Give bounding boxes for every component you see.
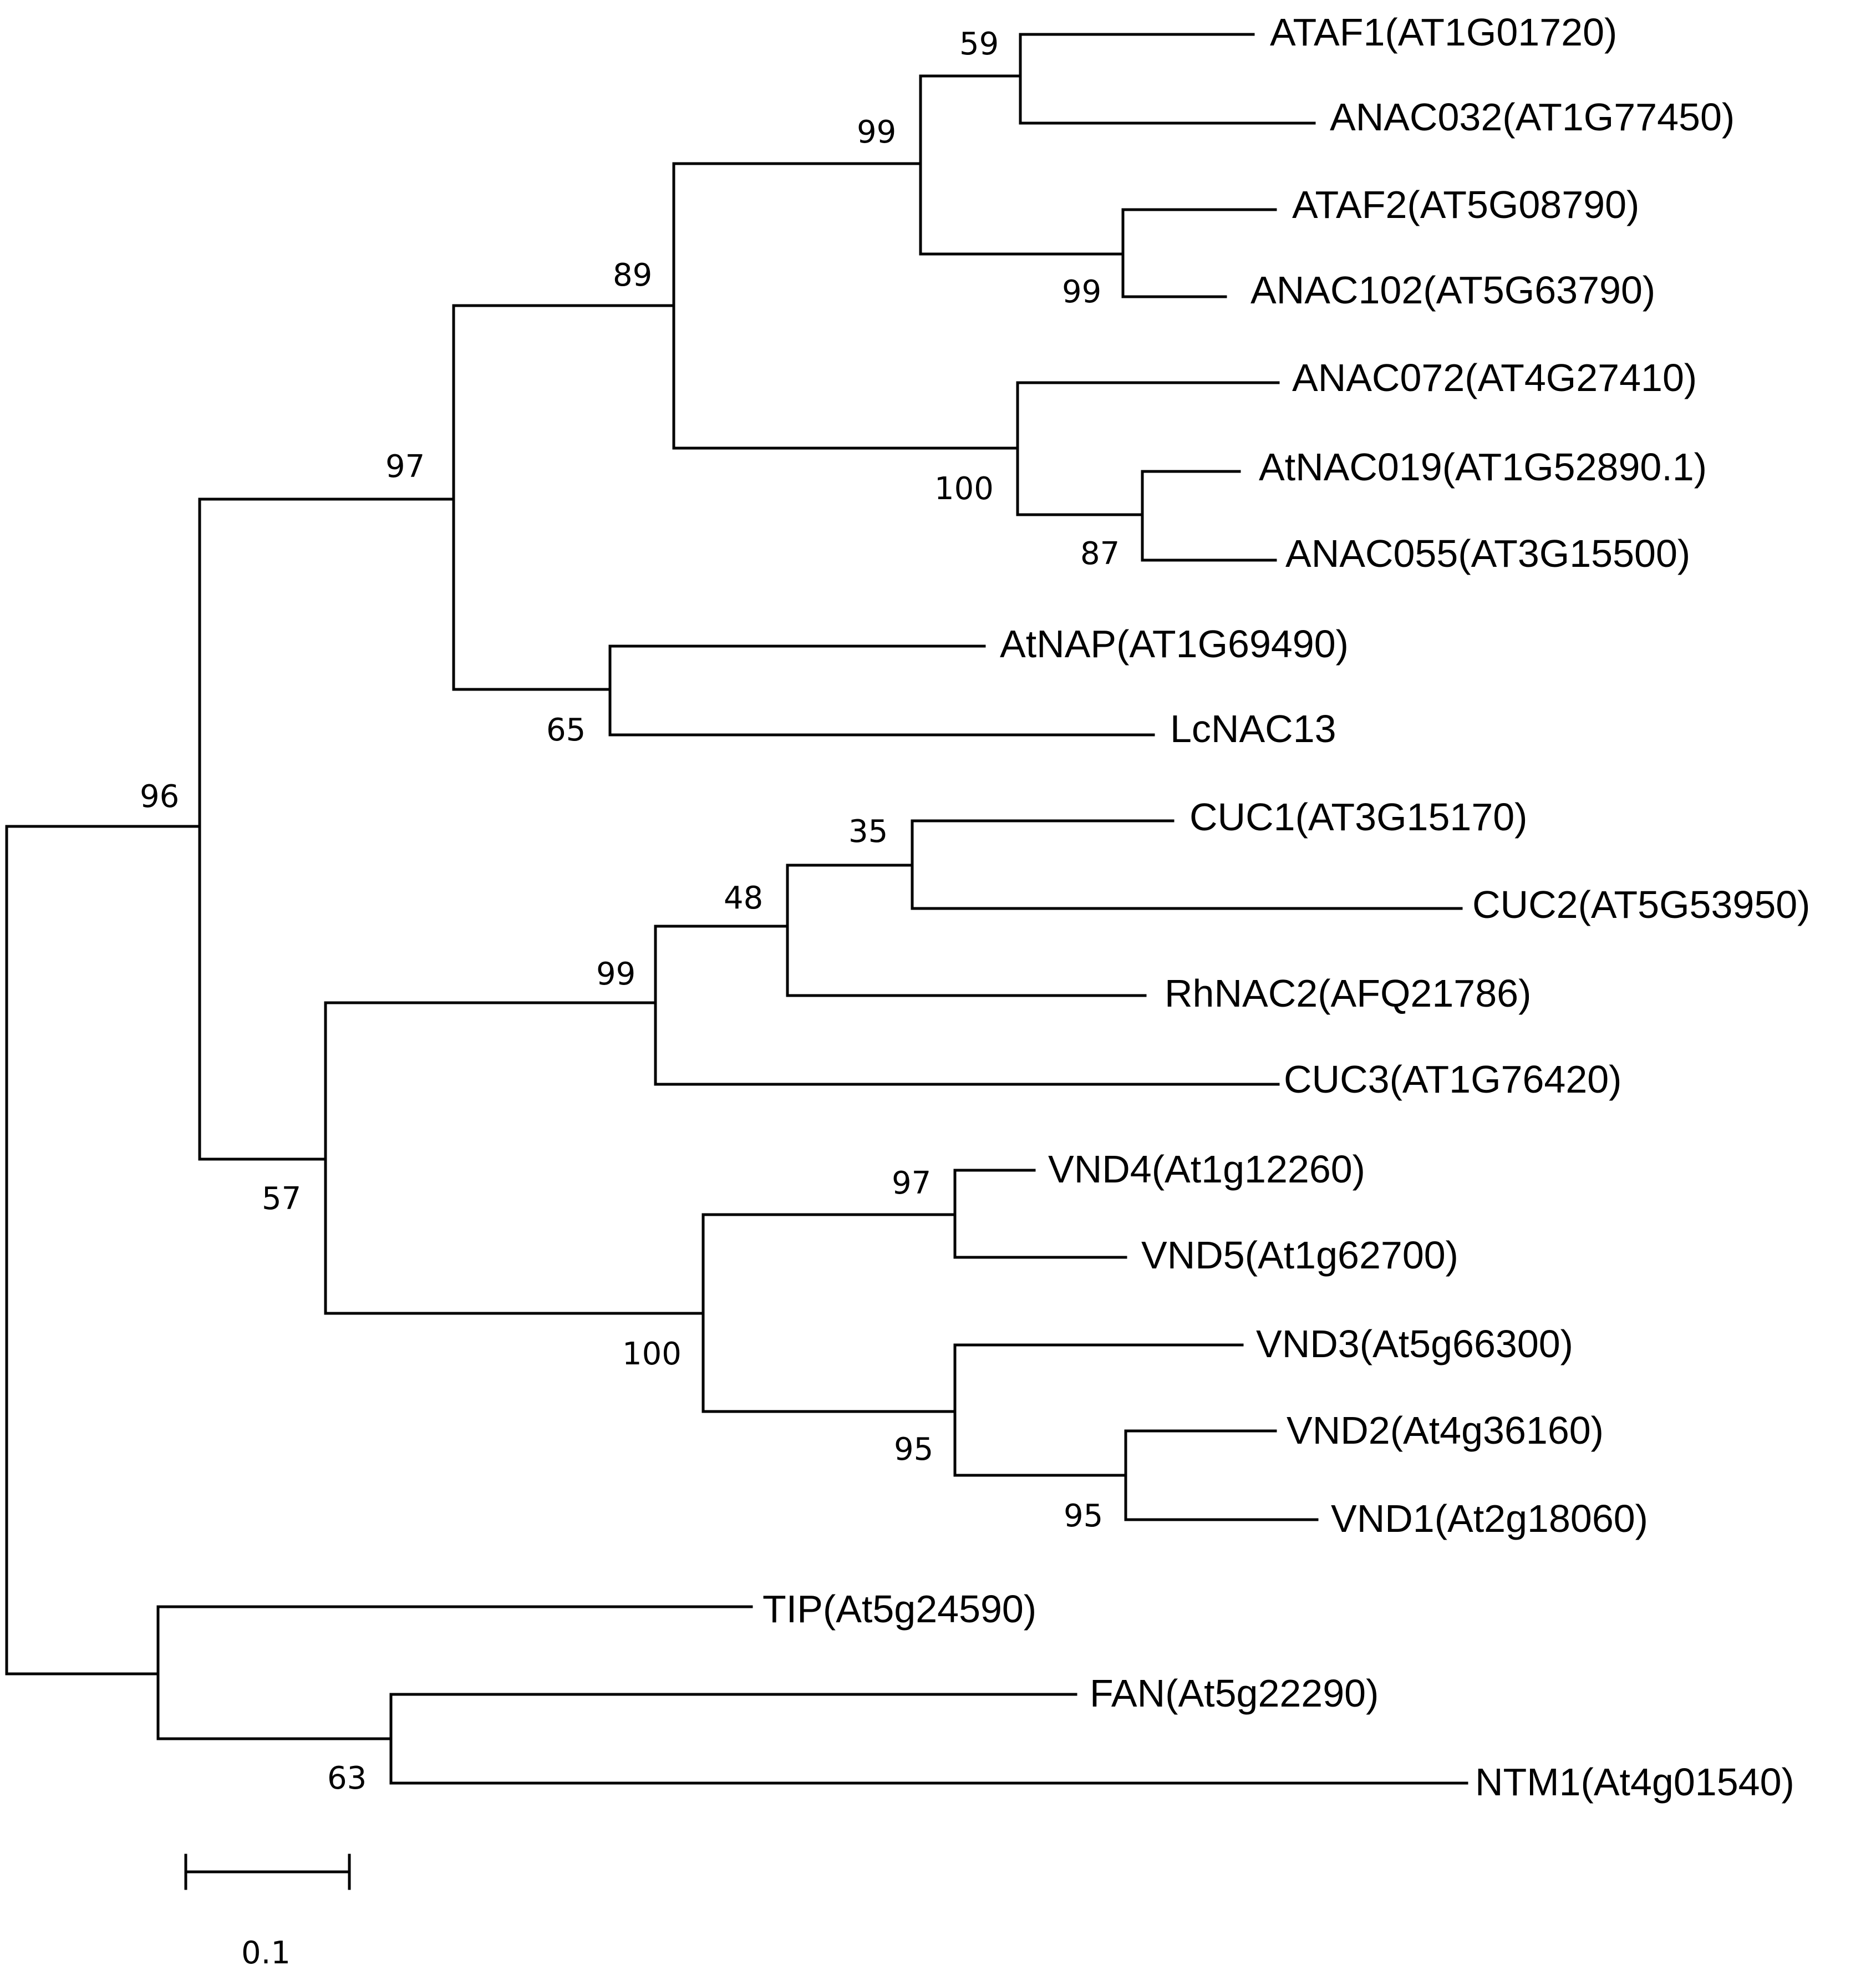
bootstrap-value: 95 [1064,1498,1103,1534]
leaf-label-tip: TIP(At5g24590) [762,1587,1036,1631]
scale-bar-label: 0.1 [241,1935,291,1971]
bootstrap-value: 57 [262,1181,301,1217]
bootstrap-value: 87 [1080,536,1120,572]
leaf-label-anac072: ANAC072(AT4G27410) [1292,356,1697,399]
leaf-label-atnap: AtNAP(AT1G69490) [1000,622,1349,666]
bootstrap-value: 100 [934,471,994,507]
leaf-label-cuc3: CUC3(AT1G76420) [1284,1058,1622,1101]
leaf-label-vnd1: VND1(At2g18060) [1331,1497,1648,1540]
leaf-label-fan: FAN(At5g22290) [1090,1672,1379,1715]
tree-branches [5,33,1468,1785]
leaf-label-vnd3: VND3(At5g66300) [1256,1322,1573,1365]
leaf-label-anac055: ANAC055(AT3G15500) [1285,532,1690,575]
leaf-label-lcnac13: LcNAC13 [1170,707,1336,750]
leaf-label-ataf1: ATAF1(AT1G01720) [1270,11,1617,54]
leaf-label-anac032: ANAC032(AT1G77450) [1330,95,1735,139]
bootstrap-value: 100 [622,1336,682,1372]
bootstrap-value: 59 [959,26,999,62]
leaf-label-rhnac2: RhNAC2(AFQ21786) [1165,972,1531,1015]
leaf-label-vnd5: VND5(At1g62700) [1141,1233,1458,1277]
leaf-label-vnd4: VND4(At1g12260) [1048,1148,1365,1191]
leaf-labels: ATAF1(AT1G01720) ANAC032(AT1G77450) ATAF… [762,11,1811,1804]
bootstrap-value: 99 [1062,274,1101,310]
bootstrap-value: 35 [848,814,888,850]
bootstrap-value: 63 [327,1760,367,1796]
bootstrap-values: 59 99 99 89 100 87 97 65 96 35 48 99 57 … [140,26,1120,1796]
bootstrap-value: 95 [894,1431,933,1468]
bootstrap-value: 97 [892,1165,931,1201]
bootstrap-value: 65 [546,712,586,748]
leaf-label-ataf2: ATAF2(AT5G08790) [1292,183,1639,226]
bootstrap-value: 96 [140,779,179,815]
bootstrap-value: 99 [857,114,896,150]
leaf-label-vnd2: VND2(At4g36160) [1287,1409,1604,1452]
bootstrap-value: 48 [724,880,763,916]
leaf-label-anac102: ANAC102(AT5G63790) [1250,268,1655,312]
leaf-label-cuc2: CUC2(AT5G53950) [1472,883,1811,926]
leaf-label-ntm1: NTM1(At4g01540) [1475,1760,1794,1804]
bootstrap-value: 99 [596,956,635,992]
leaf-label-atnac019: AtNAC019(AT1G52890.1) [1259,445,1707,489]
bootstrap-value: 89 [613,257,652,293]
bootstrap-value: 97 [385,449,425,485]
scale-bar: 0.1 [184,1854,351,1971]
leaf-label-cuc1: CUC1(AT3G15170) [1189,795,1528,839]
